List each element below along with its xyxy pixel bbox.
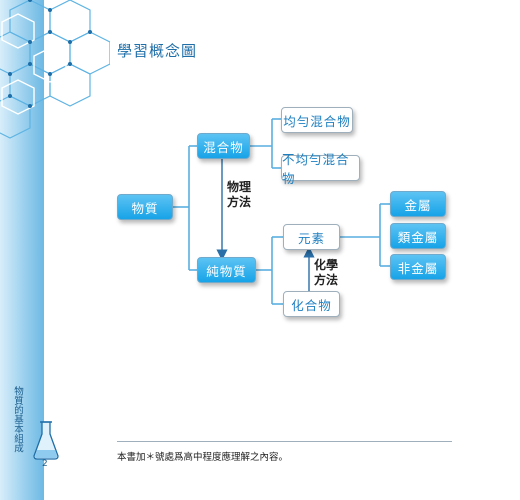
- node-metal-label: 金屬: [404, 197, 432, 213]
- chapter-label: 物質的基本組成: [12, 386, 23, 453]
- node-heterogeneous-mixture: 不均勻混合物: [281, 152, 360, 186]
- node-heterogeneous-mixture-label: 不均勻混合物: [282, 152, 350, 186]
- physical-method-label: 物理方法: [226, 180, 251, 209]
- node-mixture-label: 混合物: [203, 139, 244, 155]
- sidebar-strip: [0, 0, 44, 500]
- hexagon-decoration: [0, 0, 110, 139]
- footnote: 本書加＊號處爲高中程度應理解之內容。: [117, 452, 289, 463]
- node-nonmetal-label: 非金屬: [397, 260, 439, 276]
- node-nonmetal: 非金屬: [390, 254, 446, 280]
- node-metal: 金屬: [390, 191, 446, 217]
- node-mixture: 混合物: [197, 133, 250, 159]
- node-homogeneous-mixture-label: 均勻混合物: [283, 113, 351, 129]
- node-element-label: 元素: [297, 230, 325, 246]
- node-metalloid: 類金屬: [390, 223, 446, 249]
- node-substance-label: 物質: [131, 200, 159, 216]
- node-substance: 物質: [117, 194, 173, 220]
- node-metalloid-label: 類金屬: [397, 229, 439, 245]
- node-homogeneous-mixture: 均勻混合物: [281, 107, 353, 133]
- node-pure-substance-label: 純物質: [206, 263, 247, 279]
- node-element: 元素: [283, 224, 340, 250]
- flask-icon: [33, 421, 59, 460]
- node-pure-substance: 純物質: [197, 257, 256, 283]
- node-compound: 化合物: [283, 291, 340, 317]
- node-compound-label: 化合物: [291, 297, 332, 313]
- footer-divider: [117, 441, 452, 442]
- chemical-method-label: 化學方法: [313, 258, 338, 287]
- page-title: 學習概念圖: [117, 42, 198, 60]
- page-number: 2: [42, 459, 48, 469]
